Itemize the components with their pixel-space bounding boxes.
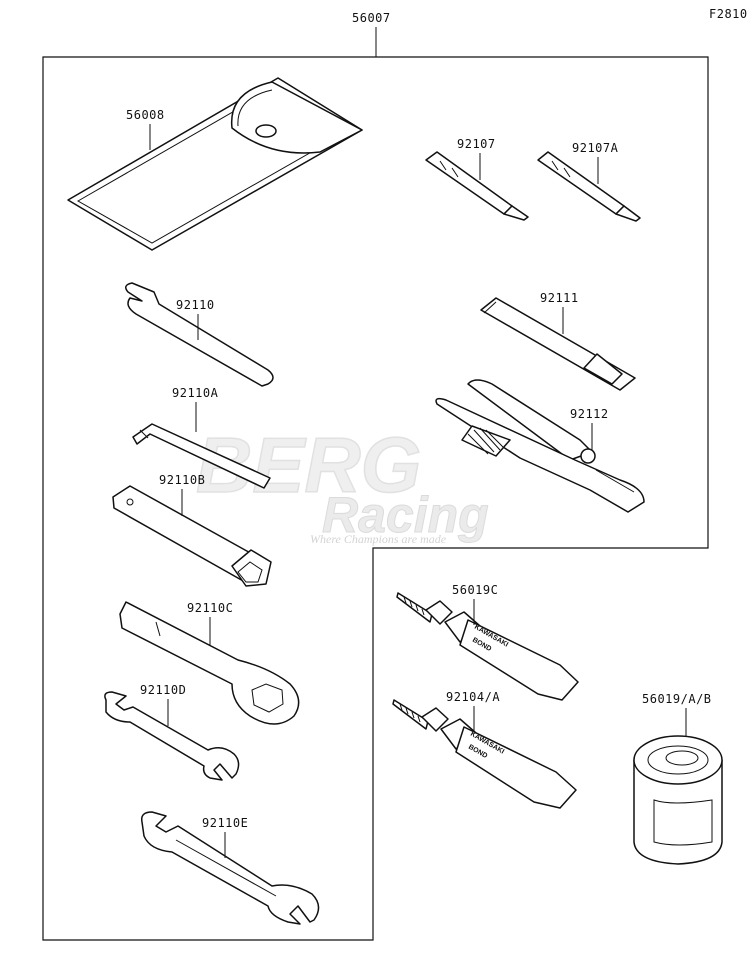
part-label-92104A: 92104/A <box>446 690 500 704</box>
bond-tube-illustration <box>396 592 579 701</box>
part-label-92110: 92110 <box>176 298 215 312</box>
part-label-92110C: 92110C <box>187 601 233 615</box>
screwdriver-handle-illustration <box>480 297 636 391</box>
tool-bag-illustration <box>67 77 363 251</box>
ring-wrench-illustration <box>119 601 300 725</box>
part-label-56019AB: 56019/A/B <box>642 692 712 706</box>
hook-wrench-illustration <box>125 282 274 387</box>
part-label-92110A: 92110A <box>172 386 219 400</box>
part-label-56008: 56008 <box>126 108 165 122</box>
bond-can-illustration <box>633 735 723 865</box>
part-label-92110E: 92110E <box>202 816 248 830</box>
watermark-tagline: Where Champions are made <box>310 532 447 546</box>
part-label-92110D: 92110D <box>140 683 186 697</box>
hex-key-illustration <box>132 423 271 489</box>
box-spanner-illustration <box>112 485 272 587</box>
figure-code: F2810 <box>709 7 748 21</box>
part-label-92110B: 92110B <box>159 473 205 487</box>
watermark: BERG Racing Where Champions are made <box>195 420 489 546</box>
kit-part-number: 56007 <box>352 11 391 25</box>
open-end-wrench-illustration <box>104 691 240 781</box>
part-label-92107A: 92107A <box>572 141 619 155</box>
watermark-racing: Racing <box>322 487 489 543</box>
screwdriver-illustration <box>425 151 529 221</box>
bond-tube-illustration <box>392 699 577 809</box>
screwdriver-illustration <box>537 151 641 222</box>
pliers-illustration <box>435 379 645 513</box>
open-end-wrench-illustration <box>140 811 320 925</box>
part-label-92107: 92107 <box>457 137 496 151</box>
part-label-92111: 92111 <box>540 291 579 305</box>
kit-boundary-frame <box>42 56 709 941</box>
part-label-92112: 92112 <box>570 407 609 421</box>
part-label-56019C: 56019C <box>452 583 498 597</box>
